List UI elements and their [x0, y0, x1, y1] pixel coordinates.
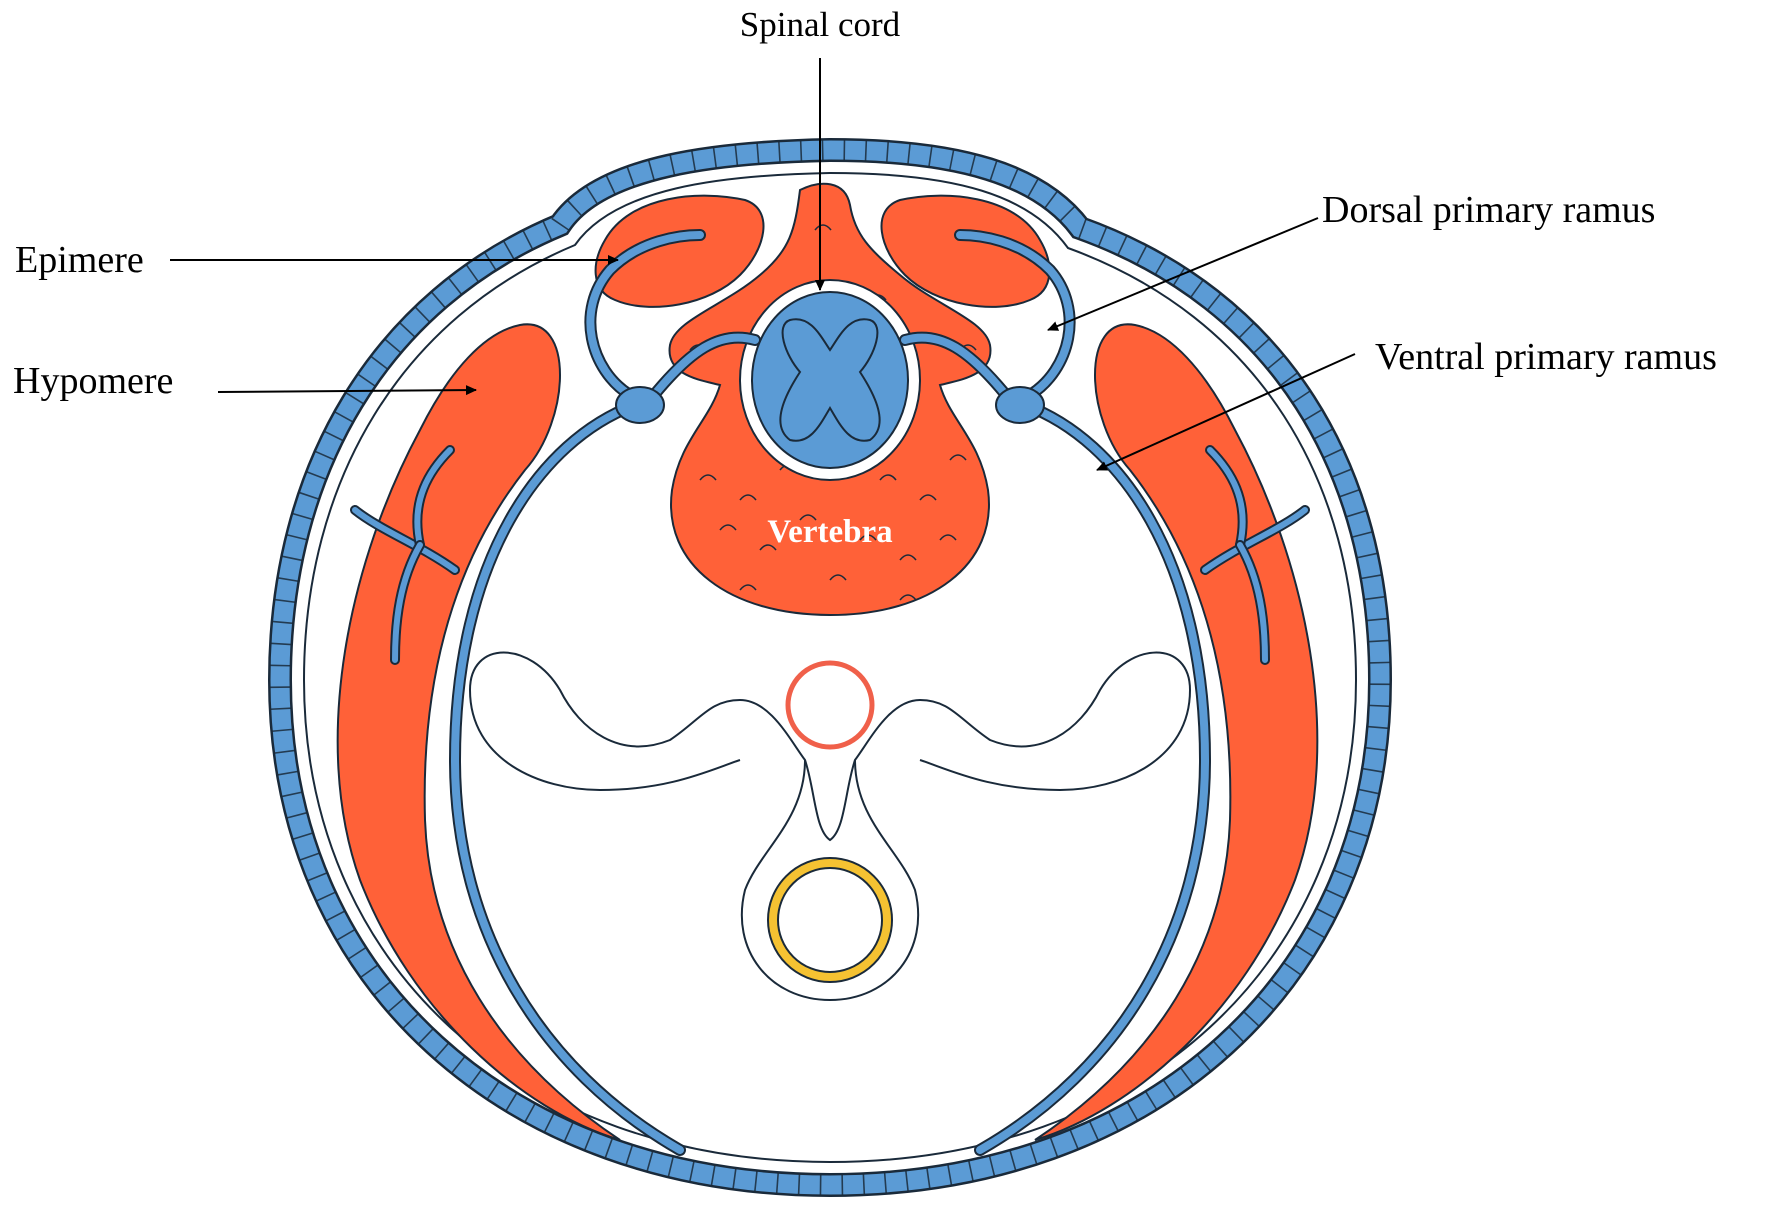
label-dorsal-primary-ramus: Dorsal primary ramus: [1322, 189, 1655, 231]
gut-tube: [768, 858, 892, 982]
label-spinal-cord: Spinal cord: [740, 5, 901, 44]
label-vertebra: Vertebra: [767, 514, 892, 550]
label-ventral-primary-ramus: Ventral primary ramus: [1375, 336, 1717, 378]
dorsal-aorta: [788, 663, 872, 747]
hypomere-right: [1035, 324, 1317, 1140]
arrow-hypomere: [218, 390, 476, 392]
spinal-cord: [740, 280, 920, 480]
label-epimere: Epimere: [15, 239, 144, 281]
label-hypomere: Hypomere: [13, 360, 173, 402]
